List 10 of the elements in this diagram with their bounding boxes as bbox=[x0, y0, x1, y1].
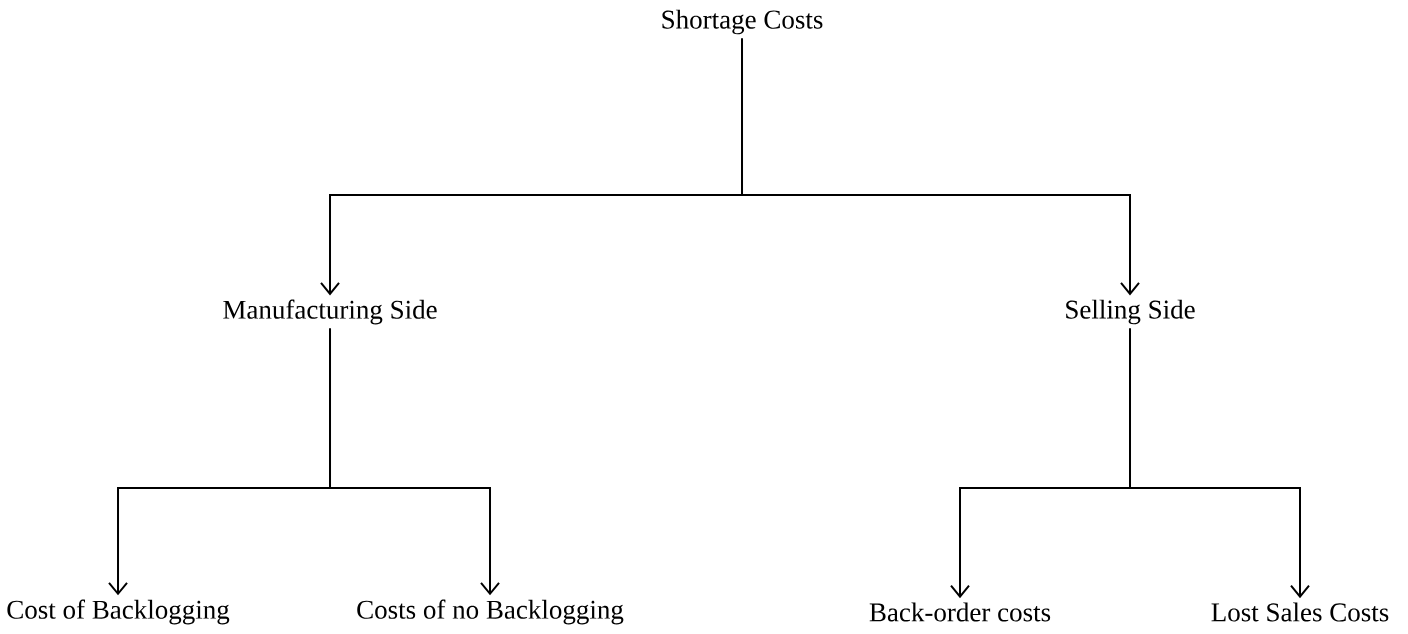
arrow bbox=[1129, 327, 1310, 599]
node-label: Back-order costs bbox=[869, 602, 1051, 622]
arrow bbox=[741, 37, 1140, 296]
arrow bbox=[329, 327, 500, 596]
node-label: Shortage Costs bbox=[662, 9, 823, 35]
node-label: Manufacturing Side bbox=[223, 299, 437, 325]
node-label: Lost Sales Costs bbox=[1211, 602, 1389, 622]
node-label: Costs of no Backlogging bbox=[357, 599, 624, 625]
node-label: Selling Side bbox=[1066, 299, 1195, 325]
node-label: Cost of Backlogging bbox=[7, 599, 230, 625]
